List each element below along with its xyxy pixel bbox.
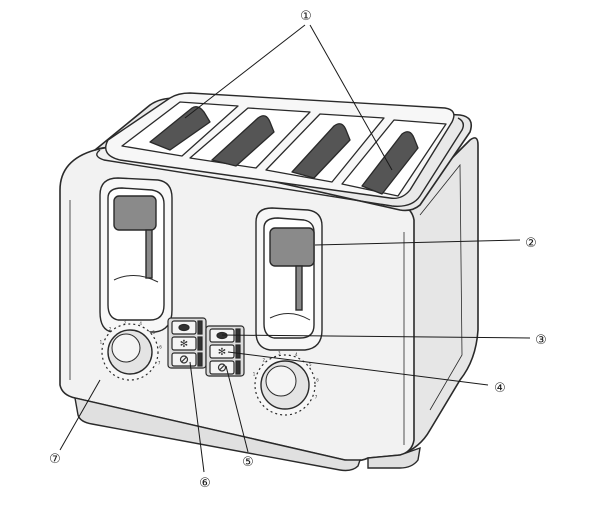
left-lever-handle[interactable] xyxy=(113,195,157,231)
callout-3: ③ xyxy=(535,333,547,348)
left-dial-tick-labels: 1 2 3 4 5 6 7 xyxy=(100,320,163,366)
cancel-icon xyxy=(179,355,189,364)
callout-5: ⑤ xyxy=(242,455,254,470)
defrost-icon: ✻ xyxy=(218,347,226,358)
left-dial-tick-7: 7 xyxy=(158,361,161,366)
callout-1: ① xyxy=(300,9,312,24)
left-dial-tick-3: 3 xyxy=(123,320,126,325)
right-dial-tick-3: 3 xyxy=(278,351,281,356)
left-dial-tick-2: 2 xyxy=(109,326,112,331)
right-button-panel: ✻ xyxy=(205,325,245,377)
bread-slots xyxy=(121,101,447,197)
bagel-icon xyxy=(178,323,190,332)
right-dial-tick-2: 2 xyxy=(263,358,266,363)
callout-2: ② xyxy=(525,236,537,251)
right-lever-assembly xyxy=(255,207,323,351)
callout-labels: ① ② ③ ④ ⑤ ⑥ ⑦ xyxy=(49,9,547,491)
left-bagel-button[interactable] xyxy=(171,320,203,335)
defrost-icon: ✻ xyxy=(180,339,188,350)
callout-6: ⑥ xyxy=(199,476,211,491)
right-browning-dial[interactable]: 1 2 3 4 5 6 7 xyxy=(253,351,320,416)
left-button-panel: ✻ xyxy=(167,317,207,369)
callout-4: ④ xyxy=(494,381,506,396)
left-cancel-button[interactable] xyxy=(171,352,203,367)
bread-slot-4 xyxy=(341,119,447,197)
left-defrost-button[interactable]: ✻ xyxy=(171,336,203,351)
left-dial-tick-5: 5 xyxy=(152,330,155,335)
right-dial-tick-1: 1 xyxy=(253,372,256,377)
right-dial-tick-labels: 1 2 3 4 5 6 7 xyxy=(253,351,320,400)
right-lever-handle[interactable] xyxy=(269,227,315,267)
left-browning-dial[interactable]: 1 2 3 4 5 6 7 xyxy=(100,320,163,381)
bread-slot-2 xyxy=(189,107,311,169)
right-defrost-button[interactable]: ✻ xyxy=(209,344,241,359)
left-dial-tick-6: 6 xyxy=(159,345,162,350)
leader-lines xyxy=(59,24,531,473)
callout-7: ⑦ xyxy=(49,452,61,467)
right-dial-tick-5: 5 xyxy=(309,362,312,367)
cancel-icon xyxy=(217,363,227,372)
body-edge-lines xyxy=(69,163,463,445)
right-cancel-button[interactable] xyxy=(209,360,241,375)
right-dial-tick-6: 6 xyxy=(316,377,319,382)
left-dial-tick-4: 4 xyxy=(139,321,142,326)
bread-slot-3 xyxy=(265,113,385,183)
left-lever-assembly xyxy=(99,177,173,333)
bread-slot-1 xyxy=(121,101,239,157)
right-dial-tick-4: 4 xyxy=(295,352,298,357)
right-dial-tick-7: 7 xyxy=(315,394,318,399)
toaster-base xyxy=(74,397,421,472)
left-dial-tick-1: 1 xyxy=(100,339,103,344)
